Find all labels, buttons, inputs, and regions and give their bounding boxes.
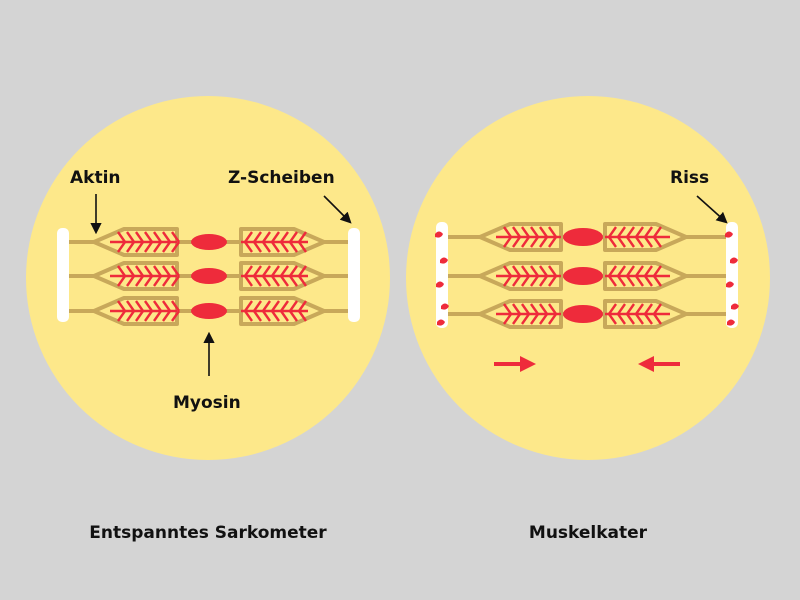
relaxed-caption: Entspanntes Sarkometer <box>89 523 327 543</box>
myosin-crossbridges <box>110 265 308 287</box>
sore-panel: Riss Muskelkater <box>406 96 770 543</box>
zdisc-label: Z-Scheiben <box>228 168 335 188</box>
tear-mark <box>441 303 449 310</box>
sore-caption: Muskelkater <box>529 523 648 543</box>
tear-mark <box>727 319 735 326</box>
filament-row <box>61 227 356 257</box>
myosin-center <box>191 303 227 319</box>
zdisc-arrow <box>323 195 352 224</box>
tear-mark <box>435 231 443 238</box>
relaxed-panel: Aktin Z-Scheiben Myosin Entspanntes Sark… <box>26 96 390 543</box>
myosin-crossbridges <box>496 265 670 287</box>
tear-mark <box>730 257 738 264</box>
contraction-arrow-right <box>494 356 536 372</box>
z-disc-right <box>726 222 738 328</box>
filament-row <box>61 296 356 326</box>
tear-mark <box>725 231 733 238</box>
filament-row <box>440 299 734 329</box>
myosin-center <box>191 268 227 284</box>
actin-label: Aktin <box>70 168 121 188</box>
filament-row <box>440 261 734 291</box>
tear-mark <box>726 281 734 288</box>
tear-arrow <box>696 195 728 224</box>
myosin-center <box>191 234 227 250</box>
contraction-arrow-left <box>638 356 680 372</box>
myosin-center <box>563 267 603 285</box>
relaxed-sarcomere <box>57 227 360 326</box>
myosin-center <box>563 228 603 246</box>
z-disc-left <box>57 228 69 322</box>
tear-label: Riss <box>670 168 709 188</box>
tear-mark <box>436 281 444 288</box>
tear-mark <box>437 319 445 326</box>
z-disc-left <box>436 222 448 328</box>
contracted-sarcomere <box>435 222 739 329</box>
z-disc-right <box>348 228 360 322</box>
tear-mark <box>440 257 448 264</box>
filament-row <box>61 261 356 291</box>
myosin-crossbridges <box>496 226 670 248</box>
myosin-crossbridges <box>110 231 308 253</box>
myosin-crossbridges <box>496 303 670 325</box>
filament-row <box>440 222 734 252</box>
tear-mark <box>731 303 739 310</box>
myosin-crossbridges <box>110 300 308 322</box>
myosin-label: Myosin <box>173 393 241 413</box>
myosin-center <box>563 305 603 323</box>
